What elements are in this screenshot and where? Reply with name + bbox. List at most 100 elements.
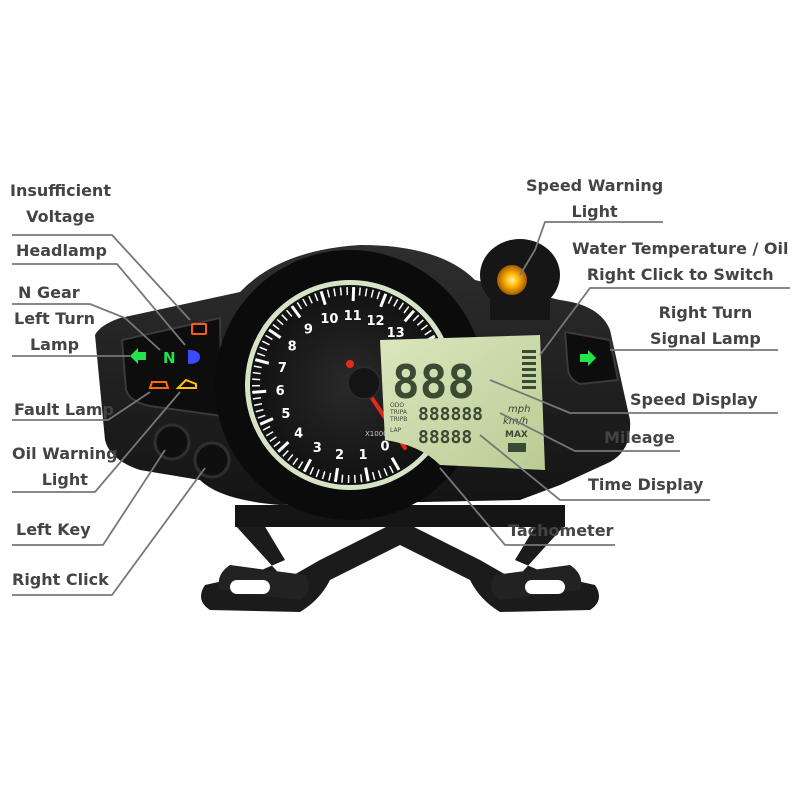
tick-mark (390, 456, 401, 471)
label-tachometer: Tachometer (508, 521, 614, 540)
lcd-panel: 888 ODO TRIPA TRIPB LAP 888888 mph km/h … (380, 335, 545, 470)
tick-label: 2 (335, 448, 344, 463)
label-headlamp: Headlamp (16, 241, 107, 260)
tick-label: 12 (367, 314, 385, 329)
time-digits: 88888 (418, 427, 472, 448)
right-turn-icon (580, 350, 596, 366)
line-mileage (499, 412, 680, 452)
tick-mark (403, 306, 410, 314)
label-left-key: Left Key (16, 520, 91, 539)
tick-mark (252, 389, 267, 394)
tick-mark (273, 441, 281, 448)
tick-mark (308, 295, 313, 304)
max-label: MAX (505, 430, 528, 440)
tick-mark (255, 408, 264, 413)
buttons (153, 423, 231, 479)
tick-mark (252, 371, 261, 375)
tick-mark (276, 318, 284, 326)
tick-mark (387, 296, 393, 304)
tick-mark (341, 474, 344, 483)
tick-mark (351, 287, 356, 302)
tick-mark (265, 334, 273, 341)
line-insufficient-voltage (12, 234, 191, 321)
tachometer-ticks (251, 287, 436, 484)
tick-mark (364, 288, 368, 297)
tick-label: 0 (380, 440, 389, 455)
speed-digits: 888 (392, 355, 475, 409)
label-mileage: Mileage (604, 428, 675, 447)
tick-mark (296, 302, 303, 310)
tick-mark (292, 457, 299, 466)
headlamp-icon (188, 350, 200, 364)
line-oil-warning (12, 391, 181, 493)
tick-mark (287, 454, 294, 462)
tick-mark (265, 431, 274, 437)
tick-mark (315, 469, 320, 478)
tick-label: 3 (313, 441, 322, 456)
tick-mark (252, 397, 262, 400)
line-fault-lamp (12, 391, 151, 421)
tick-mark (398, 302, 405, 310)
tick-mark (257, 414, 266, 419)
label-right-turn-signal: Right Turn Signal Lamp (650, 303, 761, 348)
tick-mark (290, 305, 302, 319)
tick-mark (319, 290, 327, 306)
label-fault-lamp: Fault Lamp (14, 400, 114, 419)
tick-mark (358, 287, 361, 296)
label-oil-warning-light: Oil Warning Light (12, 444, 118, 489)
tick-mark (383, 467, 388, 476)
tick-mark (377, 470, 382, 479)
line-time-display (479, 434, 710, 501)
tick-label: 7 (278, 361, 287, 376)
tick-mark (269, 436, 277, 443)
tachometer-unit: X1000RPM (365, 430, 403, 438)
lcd-small-icon (508, 443, 526, 452)
tick-mark (282, 450, 289, 457)
tick-mark (297, 461, 304, 469)
odo-label: ODO (390, 402, 404, 409)
tick-mark (370, 289, 374, 298)
label-speed-display: Speed Display (630, 390, 758, 409)
tick-mark (412, 314, 420, 322)
tick-mark (268, 328, 282, 339)
tick-mark (326, 289, 331, 298)
tick-label: 6 (276, 384, 285, 399)
tick-mark (403, 309, 416, 323)
right-key-button (193, 441, 231, 479)
engine-fault-icon (148, 381, 170, 389)
tick-mark (286, 309, 293, 317)
tick-label: 10 (320, 312, 338, 327)
speed-warning-pod (480, 239, 560, 320)
tripb-label: TRIPB (389, 416, 407, 423)
tick-mark (281, 314, 288, 321)
tick-mark (262, 425, 271, 431)
needle-hub (347, 366, 381, 400)
tick-label: 13 (387, 326, 405, 341)
tick-mark (339, 287, 343, 296)
tick-mark (388, 465, 394, 474)
tick-mark (371, 471, 376, 481)
label-speed-warning-light: Speed Warning Light (526, 176, 664, 221)
tick-label: 9 (304, 323, 313, 338)
tick-mark (272, 323, 280, 331)
tick-mark (321, 471, 326, 480)
tick-mark (379, 293, 388, 308)
tachometer-gauge: 01234567891011121314 X1000RPM (215, 250, 485, 520)
mph-label: mph (508, 404, 530, 415)
line-speed-warning (519, 221, 663, 276)
line-speed-display (489, 379, 778, 414)
neutral-icon: N (163, 349, 176, 367)
line-right-click (12, 467, 206, 596)
left-key-button (153, 423, 191, 461)
tick-mark (262, 340, 270, 346)
temperature-bars (522, 350, 536, 389)
tick-label: 8 (288, 340, 297, 355)
tick-mark (302, 458, 313, 473)
label-insufficient-voltage: Insufficient Voltage (10, 181, 111, 226)
tick-mark (420, 324, 428, 331)
tick-mark (253, 365, 262, 369)
tick-mark (360, 474, 363, 483)
battery-icon (191, 323, 207, 335)
tick-mark (333, 467, 339, 483)
tick-mark (424, 329, 432, 336)
